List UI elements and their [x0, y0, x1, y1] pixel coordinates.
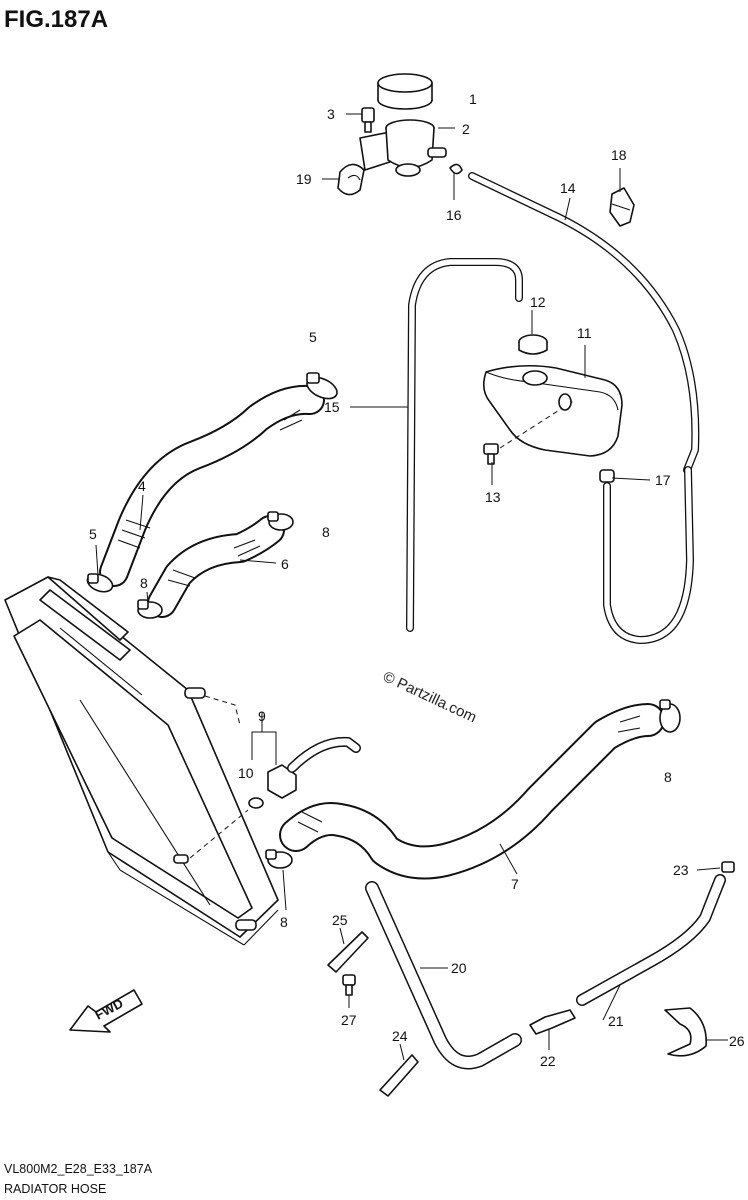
- clamp-5-upper: [306, 372, 338, 400]
- joint-22: [529, 1009, 576, 1035]
- callout-25: 25: [332, 912, 348, 928]
- clamp-5-lower: [86, 573, 114, 593]
- clamp-16: [449, 163, 463, 175]
- callout-9: 9: [258, 708, 266, 724]
- callout-5-upper: 5: [309, 329, 317, 345]
- callout-12: 12: [530, 294, 546, 310]
- callout-19: 19: [296, 171, 312, 187]
- clamp-23: [721, 861, 735, 873]
- guide-24: [379, 1054, 419, 1097]
- watermark-text: © Partzilla.com: [380, 668, 479, 726]
- clamp-17: [599, 469, 615, 483]
- footer-code: VL800M2_E28_E33_187A: [4, 1162, 153, 1176]
- callout-14: 14: [560, 180, 576, 196]
- clamp-8-a: [267, 511, 294, 531]
- callout-8-right: 8: [664, 769, 672, 785]
- callout-26: 26: [729, 1033, 745, 1049]
- hose-7: [279, 703, 665, 880]
- callout-21: 21: [608, 1013, 624, 1029]
- callouts: 1 2 3 4 5 5 6 7 8 8 8 8 9 10 11 12 13 14…: [89, 91, 745, 1069]
- callout-1: 1: [469, 91, 477, 107]
- clamp-8-d: [265, 849, 293, 869]
- bolt-3: [361, 107, 375, 133]
- callout-22: 22: [540, 1053, 556, 1069]
- clamp-19: [337, 163, 365, 196]
- callout-8-left: 8: [140, 575, 148, 591]
- callout-16: 16: [446, 207, 462, 223]
- hose-21: [576, 874, 726, 1006]
- callout-11: 11: [577, 325, 592, 341]
- cap-12: [518, 334, 548, 355]
- callout-3: 3: [327, 106, 335, 122]
- hose-tank-outlet: [603, 466, 694, 644]
- callout-20: 20: [451, 960, 467, 976]
- callout-2: 2: [462, 121, 470, 137]
- holder-26: [664, 1007, 707, 1057]
- callout-24: 24: [392, 1028, 408, 1044]
- callout-18: 18: [611, 147, 627, 163]
- callout-4: 4: [138, 478, 146, 494]
- callout-15: 15: [324, 399, 340, 415]
- thermo-switch: [267, 736, 361, 799]
- callout-7: 7: [511, 876, 519, 892]
- hose-14: [468, 172, 700, 474]
- gasket-10: [248, 797, 264, 809]
- callout-13: 13: [485, 489, 501, 505]
- callout-6: 6: [281, 556, 289, 572]
- footer-name: RADIATOR HOSE: [4, 1182, 106, 1196]
- bolt-27: [342, 974, 356, 996]
- filler-neck: [359, 119, 447, 177]
- clamp-8-c: [659, 699, 681, 733]
- clamp-8-b: [137, 599, 163, 619]
- callout-8-bottom: 8: [280, 914, 288, 930]
- hose-15: [406, 258, 523, 632]
- hose-6: [147, 515, 285, 618]
- callout-10: 10: [238, 765, 254, 781]
- callout-23: 23: [673, 862, 689, 878]
- callout-8-upper: 8: [322, 524, 330, 540]
- figure-title: FIG.187A: [4, 6, 108, 33]
- bolt-13: [483, 443, 499, 465]
- radiator-cap: [377, 73, 433, 110]
- callout-5-lower: 5: [89, 526, 97, 542]
- hose-4: [99, 384, 325, 587]
- callout-17: 17: [655, 472, 671, 488]
- guide-25: [327, 931, 369, 973]
- clamp-18: [609, 187, 635, 227]
- callout-27: 27: [341, 1012, 357, 1028]
- radiator: [4, 576, 279, 946]
- reservoir-tank: [482, 364, 623, 457]
- hose-20: [365, 881, 522, 1070]
- fwd-arrow: FWD: [69, 989, 143, 1033]
- leader-lines: [95, 113, 728, 1061]
